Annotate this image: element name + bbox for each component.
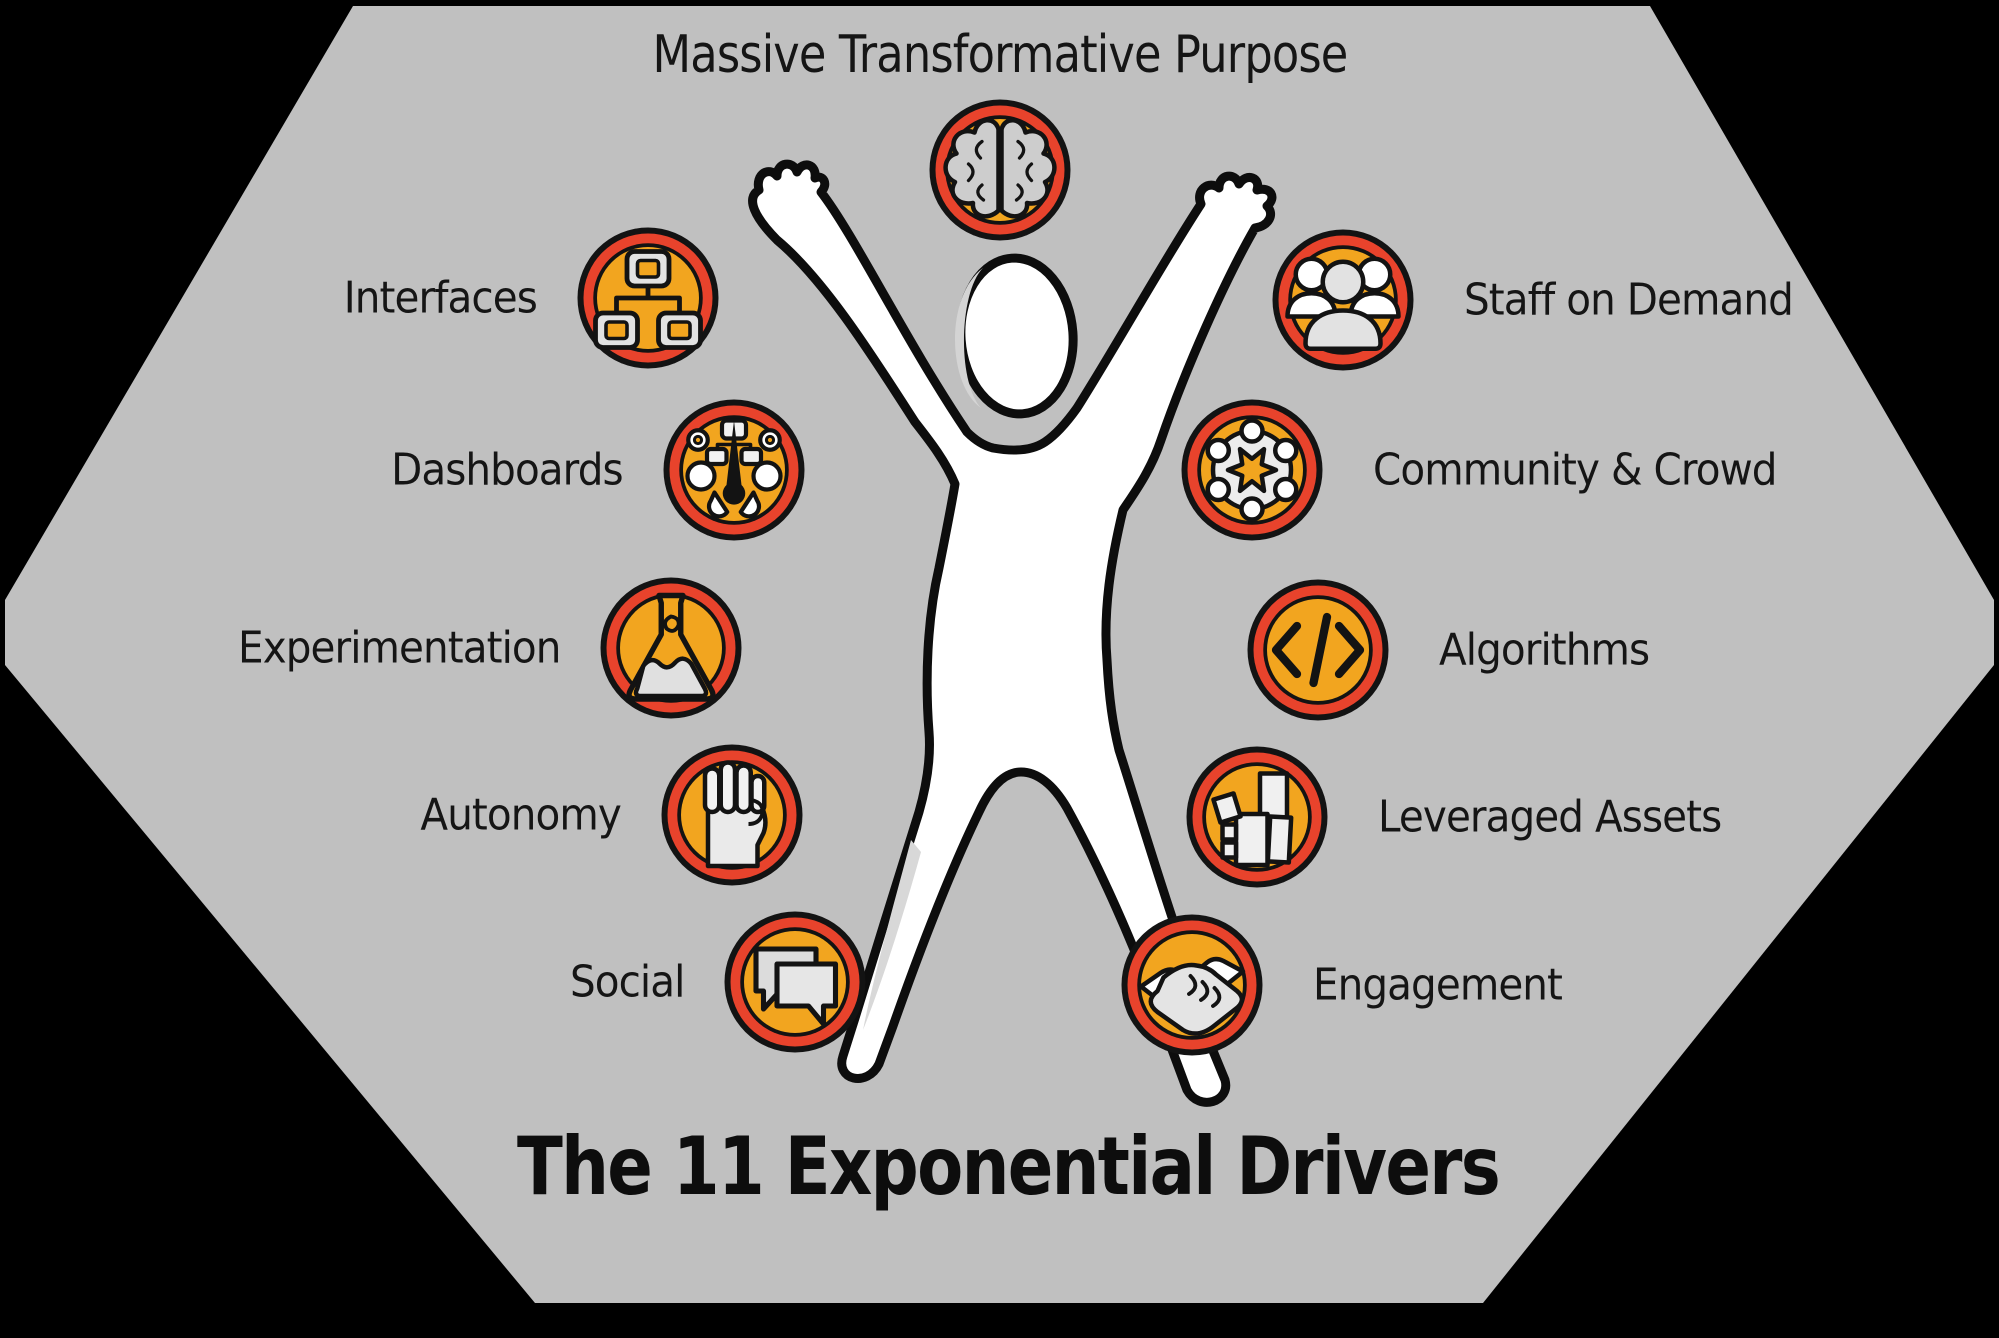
gauge-icon (663, 399, 805, 541)
community-crowd-badge (1177, 395, 1327, 545)
driver-staff-on-demand: Staff on Demand (1268, 225, 1794, 375)
driver-autonomy: Autonomy (421, 740, 807, 890)
driver-label-algorithms: Algorithms (1439, 624, 1650, 676)
fist-icon (661, 744, 803, 886)
flask-icon (600, 577, 742, 719)
page-title: The 11 Exponential Drivers (516, 1120, 1501, 1213)
driver-interfaces: Interfaces (344, 223, 723, 373)
driver-label-interfaces: Interfaces (343, 272, 538, 324)
driver-label-community-crowd: Community & Crowd (1373, 444, 1777, 496)
human-figure (748, 159, 1277, 1107)
algorithms-badge (1243, 575, 1393, 725)
driver-label-experimentation: Experimentation (237, 622, 561, 674)
social-badge (720, 907, 870, 1057)
driver-engagement: Engagement (1117, 910, 1563, 1060)
driver-mtp: Massive Transformative Purpose (653, 25, 1348, 245)
driver-label-social: Social (569, 956, 685, 1008)
driver-dashboards: Dashboards (391, 395, 809, 545)
staff-on-demand-badge (1268, 225, 1418, 375)
code-icon (1247, 579, 1389, 721)
driver-label-staff-on-demand: Staff on Demand (1464, 274, 1794, 326)
leveraged-assets-badge (1182, 742, 1332, 892)
driver-label-leveraged-assets: Leveraged Assets (1378, 791, 1722, 843)
interfaces-badge (573, 223, 723, 373)
mtp-badge (925, 95, 1075, 245)
experimentation-badge (596, 573, 746, 723)
driver-leveraged-assets: Leveraged Assets (1182, 742, 1722, 892)
driver-label-engagement: Engagement (1313, 959, 1563, 1011)
brain-icon (929, 99, 1071, 241)
sitemap-icon (577, 227, 719, 369)
handshake-icon (1121, 914, 1263, 1056)
community-icon (1181, 399, 1323, 541)
driver-social: Social (570, 907, 870, 1057)
people-icon (1272, 229, 1414, 371)
driver-label-autonomy: Autonomy (420, 789, 622, 841)
engagement-badge (1117, 910, 1267, 1060)
driver-label-dashboards: Dashboards (391, 444, 623, 496)
driver-experimentation: Experimentation (238, 573, 746, 723)
blocks-icon (1186, 746, 1328, 888)
chat-icon (724, 911, 866, 1053)
dashboards-badge (659, 395, 809, 545)
autonomy-badge (657, 740, 807, 890)
driver-label-mtp: Massive Transformative Purpose (652, 25, 1349, 85)
driver-algorithms: Algorithms (1243, 575, 1650, 725)
driver-community-crowd: Community & Crowd (1177, 395, 1777, 545)
